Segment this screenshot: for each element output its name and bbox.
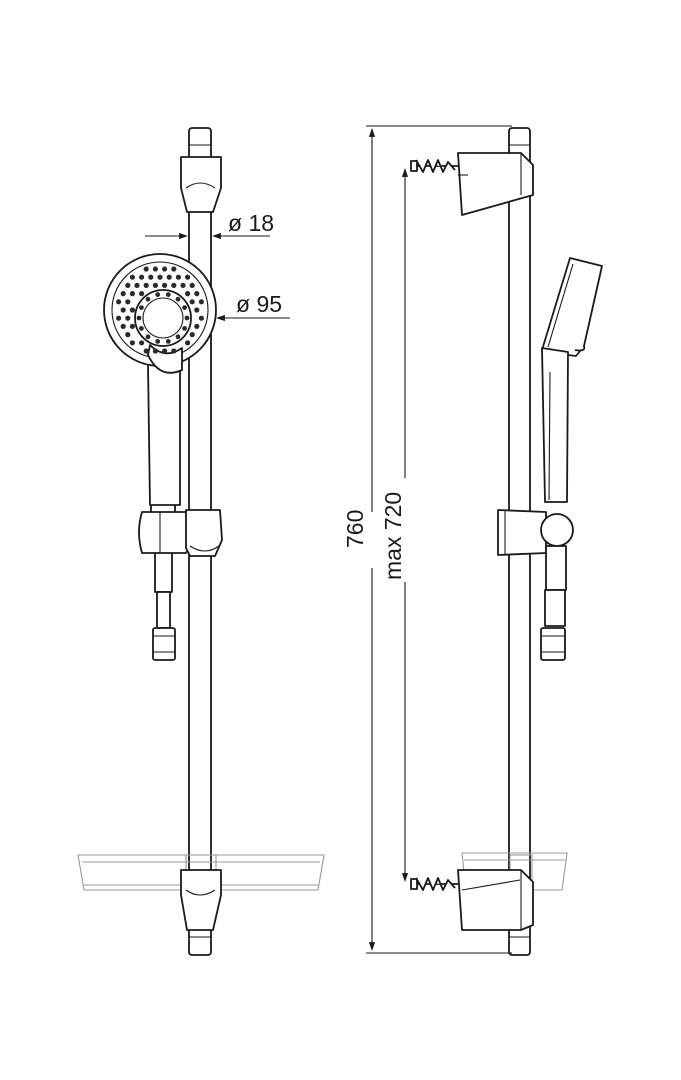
spray-nozzle [139, 291, 145, 297]
spray-nozzle [162, 348, 168, 354]
spray-nozzle [125, 282, 131, 288]
spray-nozzle [143, 348, 149, 354]
spray-nozzle [162, 282, 168, 288]
total-length-label: 760 [342, 510, 368, 548]
spray-nozzle [139, 305, 144, 310]
total-length-dimension: 760 [342, 125, 512, 954]
spray-nozzle [175, 334, 181, 340]
spray-nozzle [194, 307, 200, 313]
spray-nozzle [129, 340, 135, 346]
side-hand-shower [541, 257, 603, 503]
side-view: 760 max 720 [342, 125, 603, 956]
spray-nozzle [175, 296, 181, 302]
spray-nozzle [155, 339, 161, 344]
spray-nozzle [189, 299, 195, 305]
spray-nozzle [185, 274, 191, 280]
spray-nozzle [125, 299, 131, 305]
spray-nozzle [152, 348, 158, 354]
front-top-bracket [180, 156, 222, 213]
spray-nozzle [134, 282, 140, 288]
spray-nozzle [143, 266, 149, 272]
spray-nozzle [189, 282, 195, 288]
spray-nozzle [182, 326, 188, 331]
fixing-distance-dimension: max 720 [380, 168, 409, 882]
side-top-bracket [457, 152, 534, 216]
spray-nozzle [125, 332, 131, 338]
spray-nozzle [182, 305, 188, 310]
spray-nozzle [129, 291, 135, 297]
spray-nozzle [157, 274, 163, 280]
spray-nozzle [185, 340, 191, 346]
spray-nozzle [171, 348, 177, 354]
spray-nozzle [165, 339, 171, 344]
spray-nozzle [116, 315, 122, 321]
front-slider [138, 509, 223, 557]
spray-nozzle [198, 299, 204, 305]
hand-shower-head [103, 253, 217, 374]
spray-nozzle [136, 315, 142, 321]
spray-nozzle [165, 292, 171, 297]
spray-nozzle [194, 291, 200, 297]
spray-nozzle [171, 282, 177, 288]
spray-nozzle [120, 307, 126, 313]
spray-nozzle [129, 323, 135, 329]
spray-nozzle [145, 296, 151, 302]
front-handle [147, 362, 181, 506]
spray-nozzle [139, 340, 145, 346]
spray-nozzle [152, 266, 158, 272]
front-bottom-bracket [180, 869, 222, 931]
spray-nozzle [175, 274, 181, 280]
spray-nozzles [116, 266, 204, 354]
spray-nozzle [185, 291, 191, 297]
spray-nozzle [139, 274, 145, 280]
spray-nozzle [120, 291, 126, 297]
spray-nozzle [171, 266, 177, 272]
spray-nozzle [120, 323, 126, 329]
spray-nozzle [189, 332, 195, 338]
front-view: ø 18 ø 95 [77, 127, 325, 956]
spray-nozzle [166, 274, 172, 280]
spray-nozzle [184, 315, 190, 321]
spray-nozzle [129, 274, 135, 280]
spray-nozzle [152, 282, 158, 288]
fixing-distance-label: max 720 [380, 492, 406, 580]
spray-nozzle [129, 307, 135, 313]
spray-nozzle [198, 315, 204, 321]
spray-nozzle [194, 323, 200, 329]
spray-nozzle [162, 266, 168, 272]
spray-nozzle [116, 299, 122, 305]
top-wall-plug [410, 159, 458, 173]
rail-diameter-dimension: ø 18 [145, 210, 274, 240]
spray-nozzle [148, 274, 154, 280]
spray-nozzle [143, 282, 149, 288]
spray-nozzle [139, 326, 144, 331]
head-diameter-label: ø 95 [236, 291, 282, 317]
side-bottom-bracket [457, 869, 534, 931]
side-hose-connector [540, 589, 566, 661]
head-diameter-dimension: ø 95 [216, 291, 290, 322]
spray-nozzle [145, 334, 151, 340]
spray-nozzle [125, 315, 131, 321]
spray-nozzle [180, 282, 186, 288]
side-slider [497, 509, 574, 591]
rail-diameter-label: ø 18 [228, 210, 274, 236]
bottom-wall-plug [410, 877, 458, 891]
spray-nozzle [155, 292, 161, 297]
